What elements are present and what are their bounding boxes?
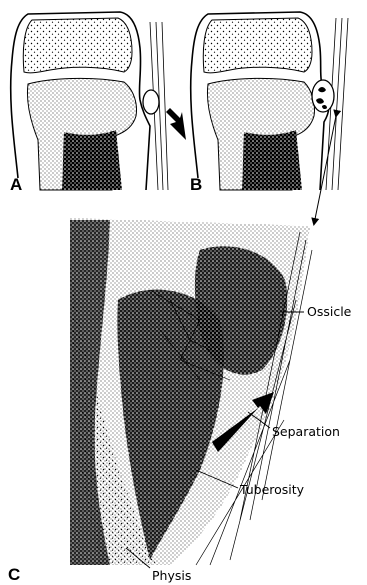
callout-separation: Separation <box>272 424 340 439</box>
panel-b-diagram: B <box>190 12 348 194</box>
callout-tuberosity: Tuberosity <box>239 482 305 497</box>
panel-a-diaphysis <box>62 130 122 190</box>
panel-b-diaphysis <box>242 130 302 190</box>
callout-physis: Physis <box>152 568 191 583</box>
callout-ossicle: Ossicle <box>307 304 352 319</box>
panel-a-epiphysis <box>23 18 132 73</box>
panel-a-arrow-icon <box>166 108 186 140</box>
panel-a-diagram: A <box>10 12 186 194</box>
panel-a-ossicle <box>143 90 159 114</box>
panel-c-diagram: Ossicle Separation Tuberosity Physis C <box>8 218 352 584</box>
panel-b-label: B <box>190 175 202 194</box>
panel-c-label: C <box>8 565 20 584</box>
panel-b-epiphysis <box>203 18 312 73</box>
panel-a-label: A <box>10 175 22 194</box>
zoom-leader-line <box>314 116 336 224</box>
